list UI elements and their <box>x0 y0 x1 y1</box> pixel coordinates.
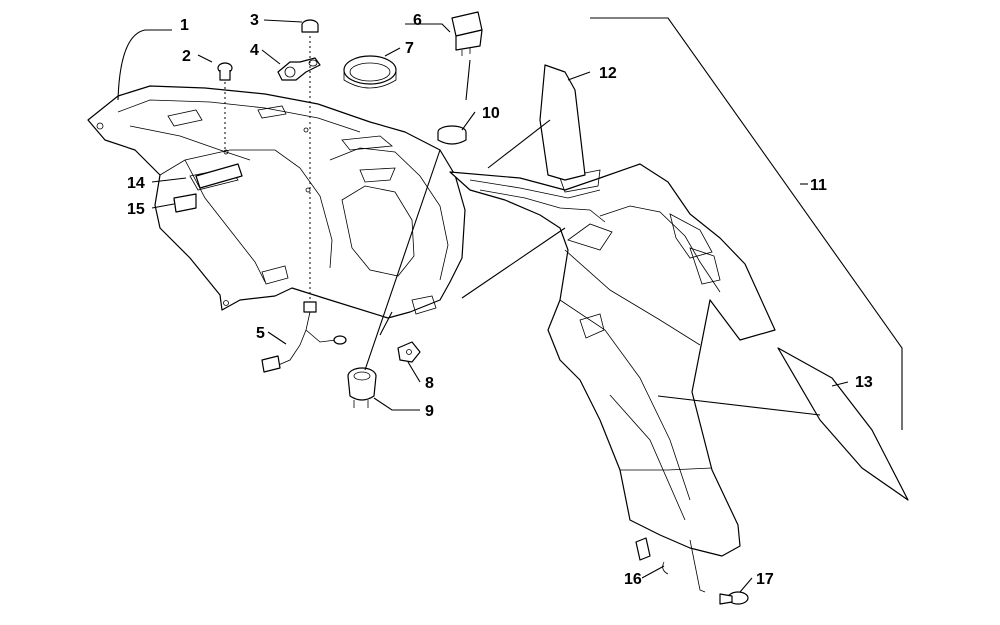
part-5-harness <box>261 301 347 373</box>
callout-labels: 1 2 3 4 5 6 7 8 9 10 11 12 13 14 15 16 1… <box>127 12 873 588</box>
callout-11: 11 <box>810 177 827 194</box>
callout-8: 8 <box>425 375 434 392</box>
callout-4: 4 <box>250 42 259 59</box>
leader-lines <box>117 17 903 593</box>
part-15-decal <box>173 193 197 213</box>
callout-14: 14 <box>127 175 145 192</box>
callout-13: 13 <box>855 374 873 391</box>
part-8-clip <box>397 341 421 363</box>
callout-10: 10 <box>482 105 500 122</box>
part-16-clip <box>635 537 669 575</box>
callout-6: 6 <box>413 12 422 29</box>
callout-3: 3 <box>250 12 259 29</box>
callout-2: 2 <box>182 48 191 65</box>
callout-7: 7 <box>405 40 414 57</box>
part-6-switch <box>451 11 483 56</box>
part-7-ring <box>343 55 397 89</box>
part-2-screw <box>217 62 233 81</box>
part-17-fastener <box>719 591 749 605</box>
callout-16: 16 <box>624 571 642 588</box>
hardware-parts <box>173 11 749 605</box>
callout-15: 15 <box>127 201 145 218</box>
part-9-ignition <box>347 367 377 408</box>
callout-12: 12 <box>599 65 617 82</box>
part-3-grommet <box>301 19 319 33</box>
callout-17: 17 <box>756 571 774 588</box>
right-side-panel <box>449 64 909 593</box>
callout-5: 5 <box>256 325 265 342</box>
callout-1: 1 <box>180 17 189 34</box>
part-10-cap <box>437 125 467 145</box>
part-4-bracket <box>277 57 321 81</box>
callout-9: 9 <box>425 403 434 420</box>
part-14-decal <box>195 163 243 189</box>
